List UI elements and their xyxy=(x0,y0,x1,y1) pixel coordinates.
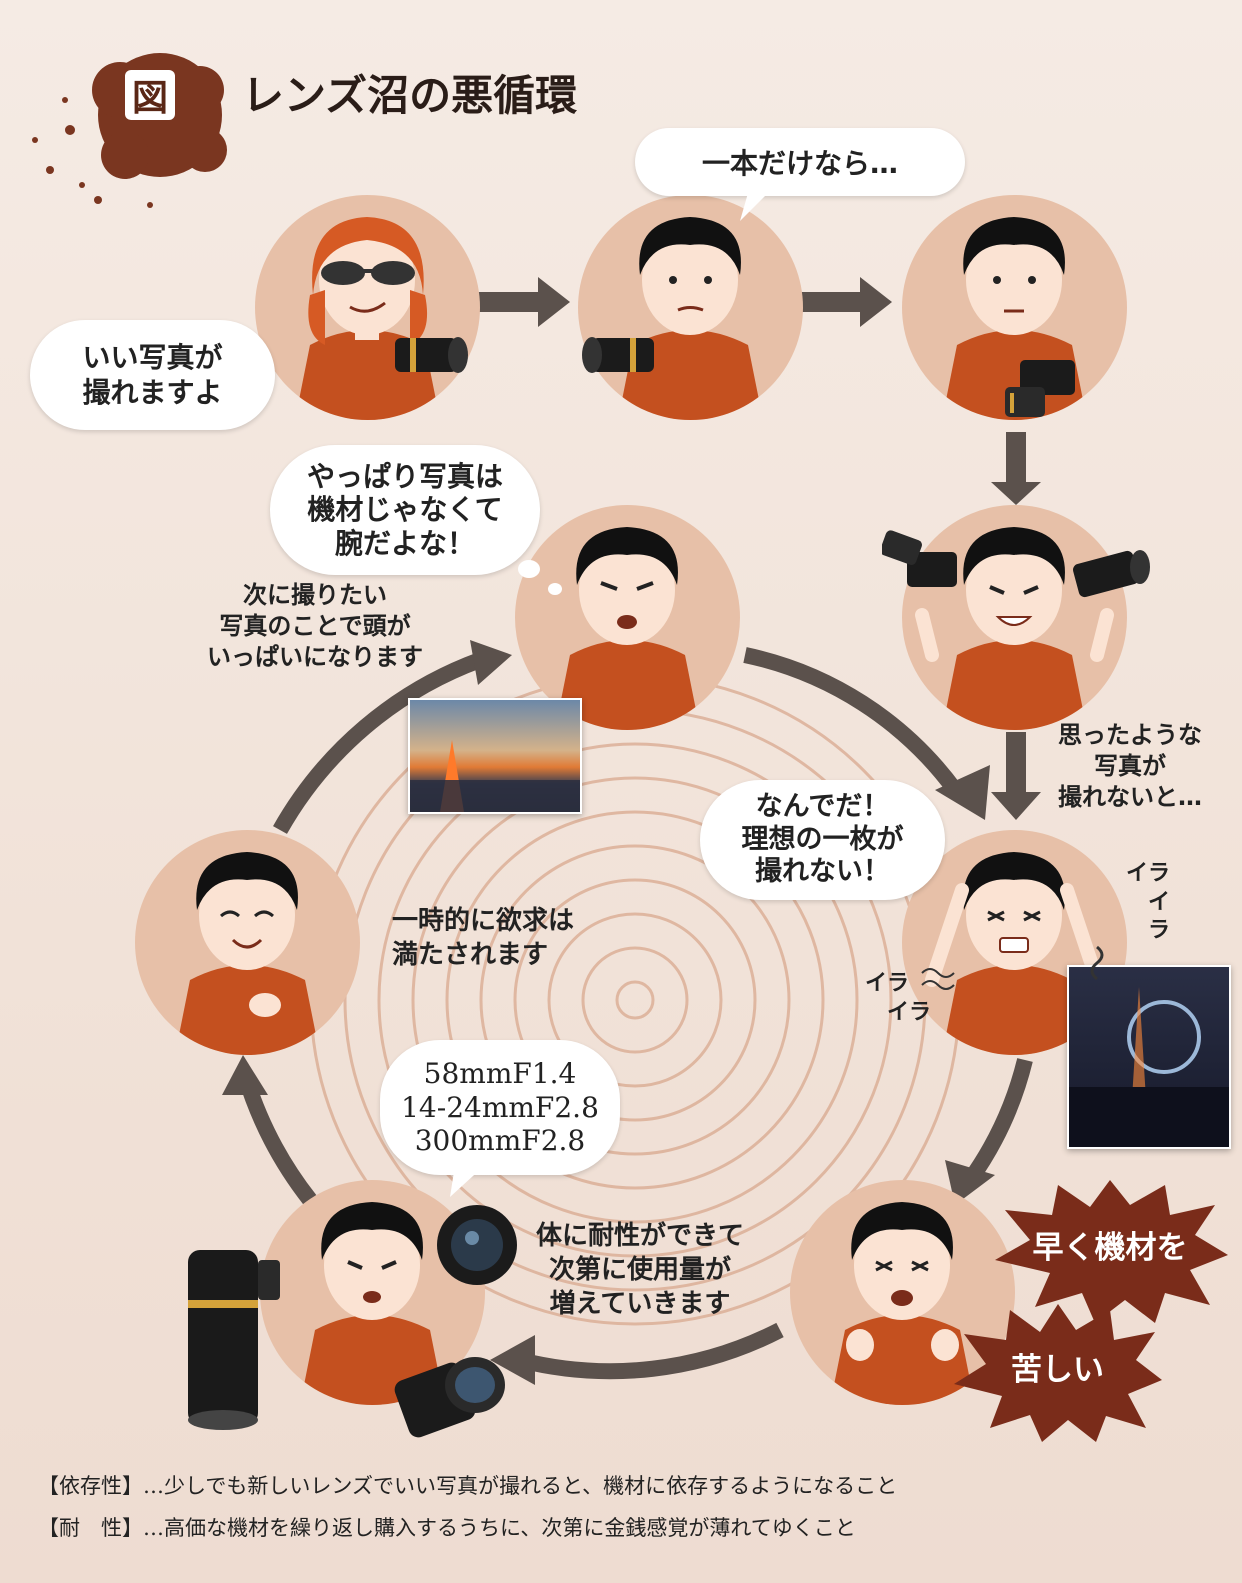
tokyo-tower-photo xyxy=(408,698,582,814)
bubble-thought: やっぱり写真は 機材じゃなくて 腕だよな！ xyxy=(270,445,540,575)
stage-gear-frenzy xyxy=(902,505,1127,730)
man-camera-figure xyxy=(942,217,1087,420)
stage-holding-camera xyxy=(902,195,1127,420)
burst-hurry xyxy=(995,1180,1228,1323)
camera-icon xyxy=(880,530,962,600)
bubble-text: いい写真が xyxy=(82,341,223,374)
bubble-text: 機材じゃなくて xyxy=(307,493,503,527)
prime-lens-icon xyxy=(432,1200,522,1290)
irritation-squiggle xyxy=(1090,945,1104,981)
stage-satisfied xyxy=(135,830,360,1055)
wide-lens-icon xyxy=(390,1340,510,1450)
irritation-squiggle xyxy=(921,968,955,990)
caption-ira-left: イラ イラ xyxy=(865,971,932,1025)
bubble-lens-list: 58mmF1.4 14-24mmF2.8 300mmF2.8 xyxy=(380,1040,620,1175)
bubble-text: なんでだ！ xyxy=(755,791,890,823)
lens-icon xyxy=(580,330,660,380)
man-frenzy-figure xyxy=(915,527,1114,730)
lens-name: 58mmF1.4 xyxy=(423,1057,577,1091)
stage-suffering xyxy=(790,1180,1015,1405)
burst-suffer xyxy=(954,1304,1162,1442)
caption-satisfied: 一時的に欲求は 満たされます xyxy=(392,906,575,970)
bubble-text: 撮れない！ xyxy=(755,856,890,888)
stage-thinking xyxy=(515,505,740,730)
caption-next-photo: 次に撮りたい 写真のことで頭が いっぱいになります xyxy=(207,581,423,672)
seller-figure xyxy=(295,217,440,420)
man-satisfied-figure xyxy=(175,852,320,1055)
man-thinking-figure xyxy=(555,527,700,730)
burst-hurry-text: 早く機材を xyxy=(1032,1230,1188,1266)
bubble-seller: いい写真が 撮れますよ xyxy=(30,320,275,430)
footnote-tolerance: 【耐 性】…高価な機材を繰り返し購入するうちに、次第に金銭感覚が薄れてゆくこと xyxy=(38,1516,856,1540)
burst-suffer-text: 苦しい xyxy=(1011,1352,1104,1388)
camera-icon xyxy=(1000,355,1080,425)
page-title: レンズ沼の悪循環 xyxy=(242,71,578,120)
man-frustrated-figure xyxy=(925,852,1104,1055)
night-city-photo xyxy=(1067,965,1231,1149)
stage-seller xyxy=(255,195,480,420)
lens-name: 300mmF2.8 xyxy=(414,1124,586,1158)
bubble-text: やっぱり写真は xyxy=(306,459,503,493)
lens-icon xyxy=(1070,545,1155,600)
bubble-frustrated: なんでだ！ 理想の一枚が 撮れない！ xyxy=(700,780,945,900)
man-suffering-figure xyxy=(830,1202,975,1405)
bubble-tail xyxy=(740,186,775,221)
stage-tolerance xyxy=(260,1180,485,1405)
thought-dot xyxy=(518,560,540,578)
lens-icon xyxy=(390,330,470,380)
caption-ira-right: イラ イラ xyxy=(1125,861,1170,944)
telephoto-lens-icon xyxy=(178,1240,288,1430)
caption-not-expected: 思ったような 写真が 撮れないと… xyxy=(1058,721,1202,812)
ink-splatter xyxy=(10,20,240,220)
footnote-dependence: 【依存性】…少しでも新しいレンズでいい写真が撮れると、機材に依存するようになるこ… xyxy=(38,1474,898,1498)
bubble-text: 一本だけなら… xyxy=(701,147,898,180)
caption-tolerance: 体に耐性ができて 次第に使用量が 増えていきます xyxy=(535,1221,744,1319)
bubble-one-lens: 一本だけなら… xyxy=(635,128,965,196)
thought-dot xyxy=(548,583,562,595)
figure-badge: 図 xyxy=(125,70,175,120)
bubble-text: 撮れますよ xyxy=(82,376,223,409)
lens-name: 14-24mmF2.8 xyxy=(401,1090,599,1124)
stage-hesitant xyxy=(578,195,803,420)
man-hesitant-figure xyxy=(618,217,763,420)
bubble-text: 理想の一枚が xyxy=(741,823,904,855)
bubble-text: 腕だよな！ xyxy=(334,526,475,560)
bubble-tail xyxy=(450,1165,485,1197)
